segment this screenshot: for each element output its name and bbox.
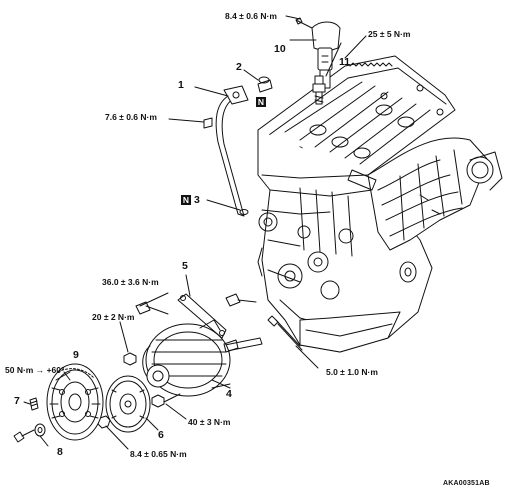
callout-10: 10 bbox=[274, 43, 286, 55]
torque-bottom-bolt: 8.4 ± 0.65 N·m bbox=[130, 449, 187, 459]
callout-8: 8 bbox=[57, 446, 63, 458]
torque-pulley-bolt: 50 N·m → +60° bbox=[5, 365, 65, 375]
water-pump-pulley bbox=[105, 375, 151, 433]
crank-pulley bbox=[46, 363, 104, 441]
engine-assembly bbox=[257, 55, 503, 353]
torque-pipe-bolt: 7.6 ± 0.6 N·m bbox=[105, 112, 157, 122]
callout-1: 1 bbox=[178, 79, 184, 91]
torque-alternator-bolt: 40 ± 3 N·m bbox=[188, 417, 231, 427]
callout-6: 6 bbox=[158, 429, 164, 441]
figure-code: AKA00351AB bbox=[443, 480, 490, 487]
guide-pipe bbox=[215, 85, 249, 217]
torque-alternator-nut: 20 ± 2 N·m bbox=[92, 312, 135, 322]
callout-2: 2 bbox=[236, 61, 242, 73]
o-ring-bottom bbox=[239, 209, 249, 215]
torque-bracket-bolt: 36.0 ± 3.6 N·m bbox=[102, 277, 159, 287]
spark-plug bbox=[312, 75, 326, 105]
alternator bbox=[142, 319, 239, 397]
new-part-marker-mid: N bbox=[181, 195, 191, 205]
new-part-marker-top: N bbox=[256, 97, 266, 107]
callout-9: 9 bbox=[73, 349, 79, 361]
torque-long-bolt: 5.0 ± 1.0 N·m bbox=[326, 367, 378, 377]
callout-3: 3 bbox=[194, 194, 200, 206]
callout-4: 4 bbox=[226, 388, 232, 400]
torque-coil-bolt: 8.4 ± 0.6 N·m bbox=[225, 11, 277, 21]
alternator-brace bbox=[177, 293, 227, 339]
pulley-bolt bbox=[13, 429, 35, 443]
callout-11: 11 bbox=[339, 56, 351, 68]
torque-spark-plug: 25 ± 5 N·m bbox=[368, 29, 411, 39]
callout-7: 7 bbox=[14, 395, 20, 407]
washer bbox=[34, 423, 46, 437]
callout-5: 5 bbox=[182, 260, 188, 272]
ignition-coil bbox=[295, 17, 341, 89]
